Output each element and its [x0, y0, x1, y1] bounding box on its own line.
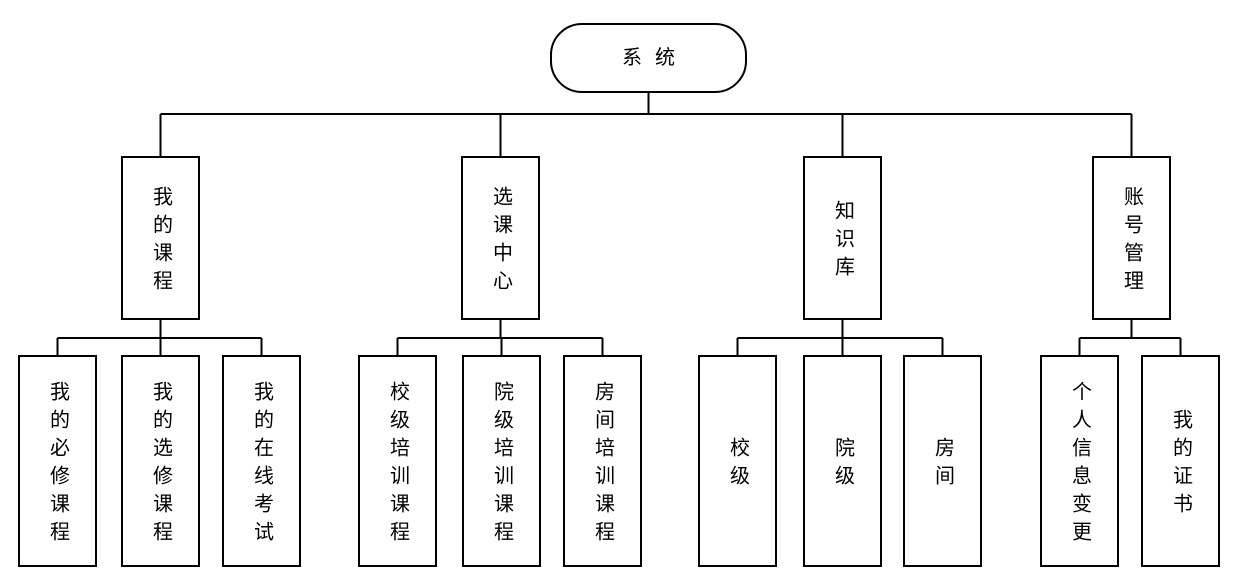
node-my-certificates-label: 我的证书: [1169, 409, 1192, 521]
node-my-required-courses: 我的必修课程: [18, 355, 97, 567]
node-room-training-courses-label: 房间培训课程: [591, 381, 614, 549]
connector-branch-3: [736, 320, 944, 355]
connector-branch-1: [56, 320, 263, 355]
node-school-level: 校级: [698, 355, 777, 567]
node-account-management: 账号管理: [1092, 156, 1171, 320]
node-system-label: 系统: [622, 47, 688, 69]
node-my-required-courses-label: 我的必修课程: [46, 381, 69, 549]
node-school-training-courses-label: 校级培训课程: [386, 381, 409, 549]
connector-branch-4: [1078, 320, 1182, 355]
node-knowledge-base-label: 知识库: [831, 200, 854, 284]
node-my-courses: 我的课程: [121, 156, 200, 320]
node-personal-info-change-label: 个人信息变更: [1068, 381, 1091, 549]
node-my-elective-courses-label: 我的选修课程: [149, 381, 172, 549]
node-room-label: 房间: [931, 437, 954, 493]
node-my-certificates: 我的证书: [1141, 355, 1220, 567]
node-room: 房间: [903, 355, 982, 567]
node-my-courses-label: 我的课程: [149, 186, 172, 298]
node-course-selection-center: 选课中心: [461, 156, 540, 320]
connector-root: [159, 93, 1133, 156]
node-my-online-exams-label: 我的在线考试: [250, 381, 273, 549]
node-school-level-label: 校级: [726, 437, 749, 493]
node-school-training-courses: 校级培训课程: [358, 355, 437, 567]
node-room-training-courses: 房间培训课程: [563, 355, 642, 567]
connector-branch-2: [396, 320, 604, 355]
node-college-training-courses: 院级培训课程: [462, 355, 541, 567]
node-system: 系统: [550, 23, 747, 93]
node-college-level: 院级: [803, 355, 882, 567]
node-college-level-label: 院级: [831, 437, 854, 493]
node-my-elective-courses: 我的选修课程: [121, 355, 200, 567]
node-my-online-exams: 我的在线考试: [222, 355, 301, 567]
node-account-management-label: 账号管理: [1120, 186, 1143, 298]
node-personal-info-change: 个人信息变更: [1040, 355, 1119, 567]
node-knowledge-base: 知识库: [803, 156, 882, 320]
node-college-training-courses-label: 院级培训课程: [490, 381, 513, 549]
node-course-selection-center-label: 选课中心: [489, 186, 512, 298]
